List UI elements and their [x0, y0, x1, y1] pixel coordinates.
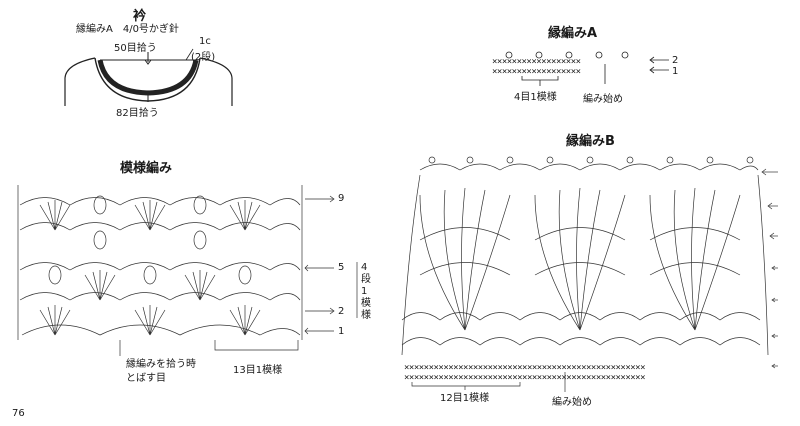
pattern-row-1: 1 [338, 326, 345, 337]
pattern-skip-note-2: とばす目 [126, 373, 166, 384]
pattern-row-5: 5 [338, 262, 345, 273]
collar-bottom-count: 82目拾う [116, 108, 159, 119]
svg-text:××××××××××××××××××××××××××××××: ××××××××××××××××××××××××××××××××××××××××… [404, 363, 645, 373]
edging-b-repeat: 12目1模様 [440, 393, 490, 404]
svg-text:××××××××××××××××××: ×××××××××××××××××× [492, 57, 581, 67]
collar-rows-note-2: (2段) [191, 52, 216, 63]
collar-subtitle: 縁編みA 4/0号かぎ針 [76, 24, 179, 35]
edging-a-row-1: 1 [672, 66, 679, 77]
pattern-title: 模様編み [120, 161, 173, 176]
pattern-row-2: 2 [338, 306, 345, 317]
svg-text:××××××××××××××××××××××××××××××: ××××××××××××××××××××××××××××××××××××××××… [404, 373, 645, 383]
edging-b-start: 編み始め [552, 397, 592, 408]
pattern-skip-note-1: 縁編みを拾う時 [126, 359, 196, 370]
collar-top-count: 50目拾う [114, 43, 157, 54]
page-number: 76 [12, 408, 25, 419]
edging-a-start: 編み始め [583, 94, 623, 105]
edging-b-title: 縁編みB [566, 134, 615, 149]
collar-title: 衿 [133, 9, 147, 24]
edging-a-repeat: 4目1模様 [514, 92, 557, 103]
collar-rows-note-1: 1c [199, 36, 211, 47]
pattern-repeat-stitches: 13目1模様 [233, 365, 283, 376]
pattern-repeat-rows: 4段1模様 [361, 262, 371, 321]
edging-a-title: 縁編みA [548, 26, 598, 41]
edging-a-row-2: 2 [672, 55, 679, 66]
pattern-row-9: 9 [338, 193, 345, 204]
svg-text:××××××××××××××××××: ×××××××××××××××××× [492, 67, 581, 77]
